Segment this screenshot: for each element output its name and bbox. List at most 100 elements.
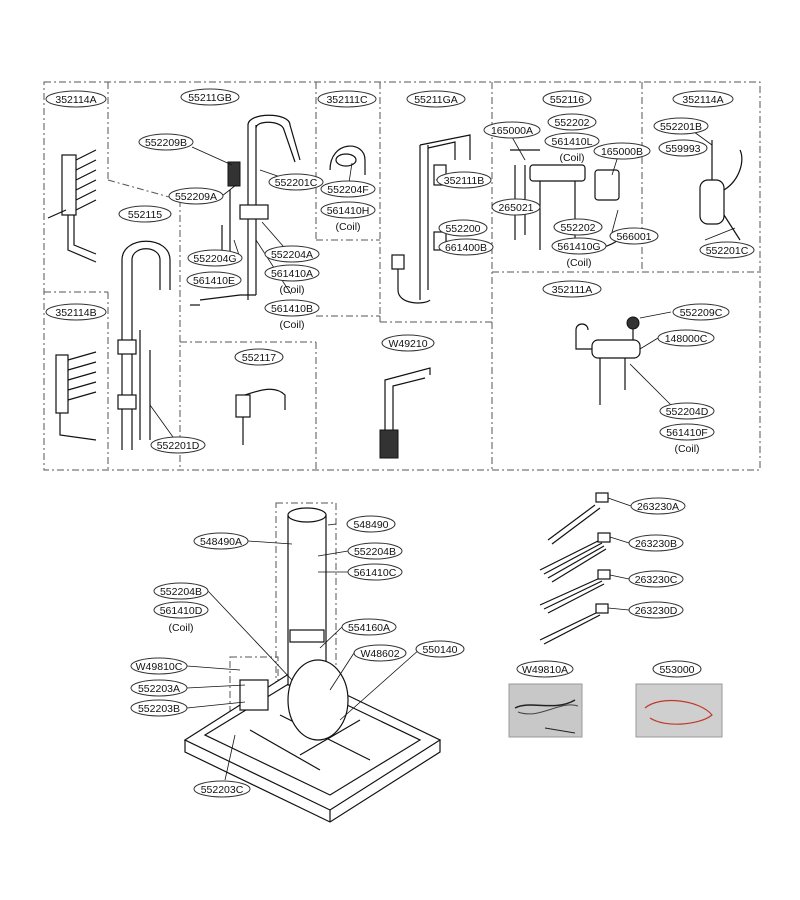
label-352114A-top: 352114A <box>55 94 96 106</box>
label-352111B: 352111B <box>444 175 484 187</box>
top-section-frame <box>43 81 761 471</box>
label-group-553000: 553000 <box>652 660 702 678</box>
label-group-552115: 552115 <box>118 205 172 223</box>
label-group-561410E: 561410E <box>186 271 242 289</box>
label-552204F: 552204F <box>327 184 368 196</box>
label-552202-bot: 552202 <box>560 222 595 234</box>
label-group-W49210: W49210 <box>381 334 435 352</box>
label-group-548490: 548490 <box>346 515 396 533</box>
label-552203B: 552203B <box>138 703 180 715</box>
label-566001: 566001 <box>616 231 651 243</box>
label-552204G: 552204G <box>193 253 236 265</box>
label-352114B: 352114B <box>55 307 96 319</box>
label-group-W49810C: W49810C <box>130 657 188 675</box>
label-552209B: 552209B <box>145 137 187 149</box>
label-group-559993: 559993 <box>658 139 708 157</box>
part-W49210-drawing <box>379 367 431 459</box>
label-55211GA: 55211GA <box>414 94 458 106</box>
label-group-55211GB: 55211GB <box>180 88 240 106</box>
label-group-561410H: 561410H <box>320 201 376 219</box>
label-552115: 552115 <box>128 209 162 221</box>
label-group-561410A: 561410A <box>264 264 320 282</box>
label-561410H: 561410H <box>327 205 370 217</box>
label-W49210: W49210 <box>388 338 427 350</box>
label-552209A: 552209A <box>175 191 217 203</box>
label-group-552202-top: 552202 <box>547 113 597 131</box>
label-group-W49810A: W49810A <box>516 660 574 678</box>
label-group-552204G: 552204G <box>187 249 243 267</box>
label-552200: 552200 <box>445 223 480 235</box>
label-352111C: 352111C <box>326 94 367 106</box>
label-group-566001: 566001 <box>609 227 659 245</box>
label-group-561410B: 561410B <box>264 299 320 317</box>
label-W49810C: W49810C <box>136 661 183 673</box>
label-W48602: W48602 <box>360 648 399 660</box>
manifold-352114B-drawing <box>55 351 97 441</box>
label-561410B: 561410B <box>271 303 313 315</box>
label-148000C: 148000C <box>665 333 708 345</box>
label-552201C-mid: 552201C <box>275 177 318 189</box>
label-561410L: 561410L <box>552 136 593 148</box>
label-group-552203A: 552203A <box>130 679 188 697</box>
tube-55211GA-drawing <box>391 134 471 304</box>
label-group-561410G: 561410G <box>551 237 607 255</box>
label-group-263230A: 263230A <box>630 497 686 515</box>
manifold-352114A-drawing <box>47 149 97 263</box>
label-263230D: 263230D <box>635 605 678 617</box>
label-group-265021: 265021 <box>491 198 541 216</box>
label-561410G: 561410G <box>557 241 600 253</box>
label-661400B: 661400B <box>445 242 487 254</box>
coil-note-561410G: (Coil) <box>566 257 591 269</box>
label-group-552117: 552117 <box>234 348 284 366</box>
label-561410F: 561410F <box>666 427 707 439</box>
photo-553000 <box>635 683 723 738</box>
valve-352111A-drawing <box>575 316 641 405</box>
label-561410C: 561410C <box>354 567 397 579</box>
part-552117-drawing <box>235 388 286 445</box>
label-group-661400B: 661400B <box>438 238 494 256</box>
label-group-561410L: 561410L <box>544 132 600 150</box>
label-561410D: 561410D <box>160 605 203 617</box>
label-group-552201D: 552201D <box>150 436 206 454</box>
label-561410E: 561410E <box>193 275 235 287</box>
label-group-263230B: 263230B <box>628 534 684 552</box>
label-165000A: 165000A <box>491 125 533 137</box>
label-group-561410F: 561410F <box>659 423 715 441</box>
wires-263230-drawing <box>539 492 611 645</box>
label-552203A: 552203A <box>138 683 180 695</box>
label-548490A: 548490A <box>200 536 242 548</box>
label-group-352111B: 352111B <box>436 171 492 189</box>
label-552201C-right: 552201C <box>706 245 749 257</box>
label-group-552203C: 552203C <box>193 780 251 798</box>
label-552204D: 552204D <box>666 406 709 418</box>
label-group-352111C: 352111C <box>317 90 377 108</box>
label-263230C: 263230C <box>635 574 678 586</box>
label-group-552200: 552200 <box>438 219 488 237</box>
label-552201B: 552201B <box>660 121 702 133</box>
label-group-352111A: 352111A <box>542 280 602 298</box>
label-group-552201B: 552201B <box>653 117 709 135</box>
label-550140: 550140 <box>422 644 457 656</box>
label-group-561410D: 561410D <box>153 601 209 619</box>
label-group-552201C-mid: 552201C <box>268 173 324 191</box>
label-group-55211GA: 55211GA <box>406 90 466 108</box>
label-263230B: 263230B <box>635 538 677 550</box>
label-352114A-right: 352114A <box>682 94 723 106</box>
label-552204B-left: 552204B <box>160 586 202 598</box>
label-263230A: 263230A <box>637 501 679 513</box>
receiver-352114A-drawing <box>699 140 743 241</box>
label-group-165000A: 165000A <box>483 121 541 139</box>
label-55211GB: 55211GB <box>188 92 232 104</box>
label-group-552209C: 552209C <box>672 303 730 321</box>
label-group-552116: 552116 <box>542 90 592 108</box>
label-group-W48602: W48602 <box>353 644 407 662</box>
tube-552115-drawing <box>117 240 171 450</box>
coil-note-561410B: (Coil) <box>279 319 304 331</box>
label-group-165000B: 165000B <box>593 142 651 160</box>
label-552117: 552117 <box>242 352 276 364</box>
label-group-552209A: 552209A <box>168 187 224 205</box>
label-165000B: 165000B <box>601 146 643 158</box>
label-group-263230D: 263230D <box>628 601 684 619</box>
label-group-548490A: 548490A <box>193 532 249 550</box>
label-554160A: 554160A <box>348 622 390 634</box>
